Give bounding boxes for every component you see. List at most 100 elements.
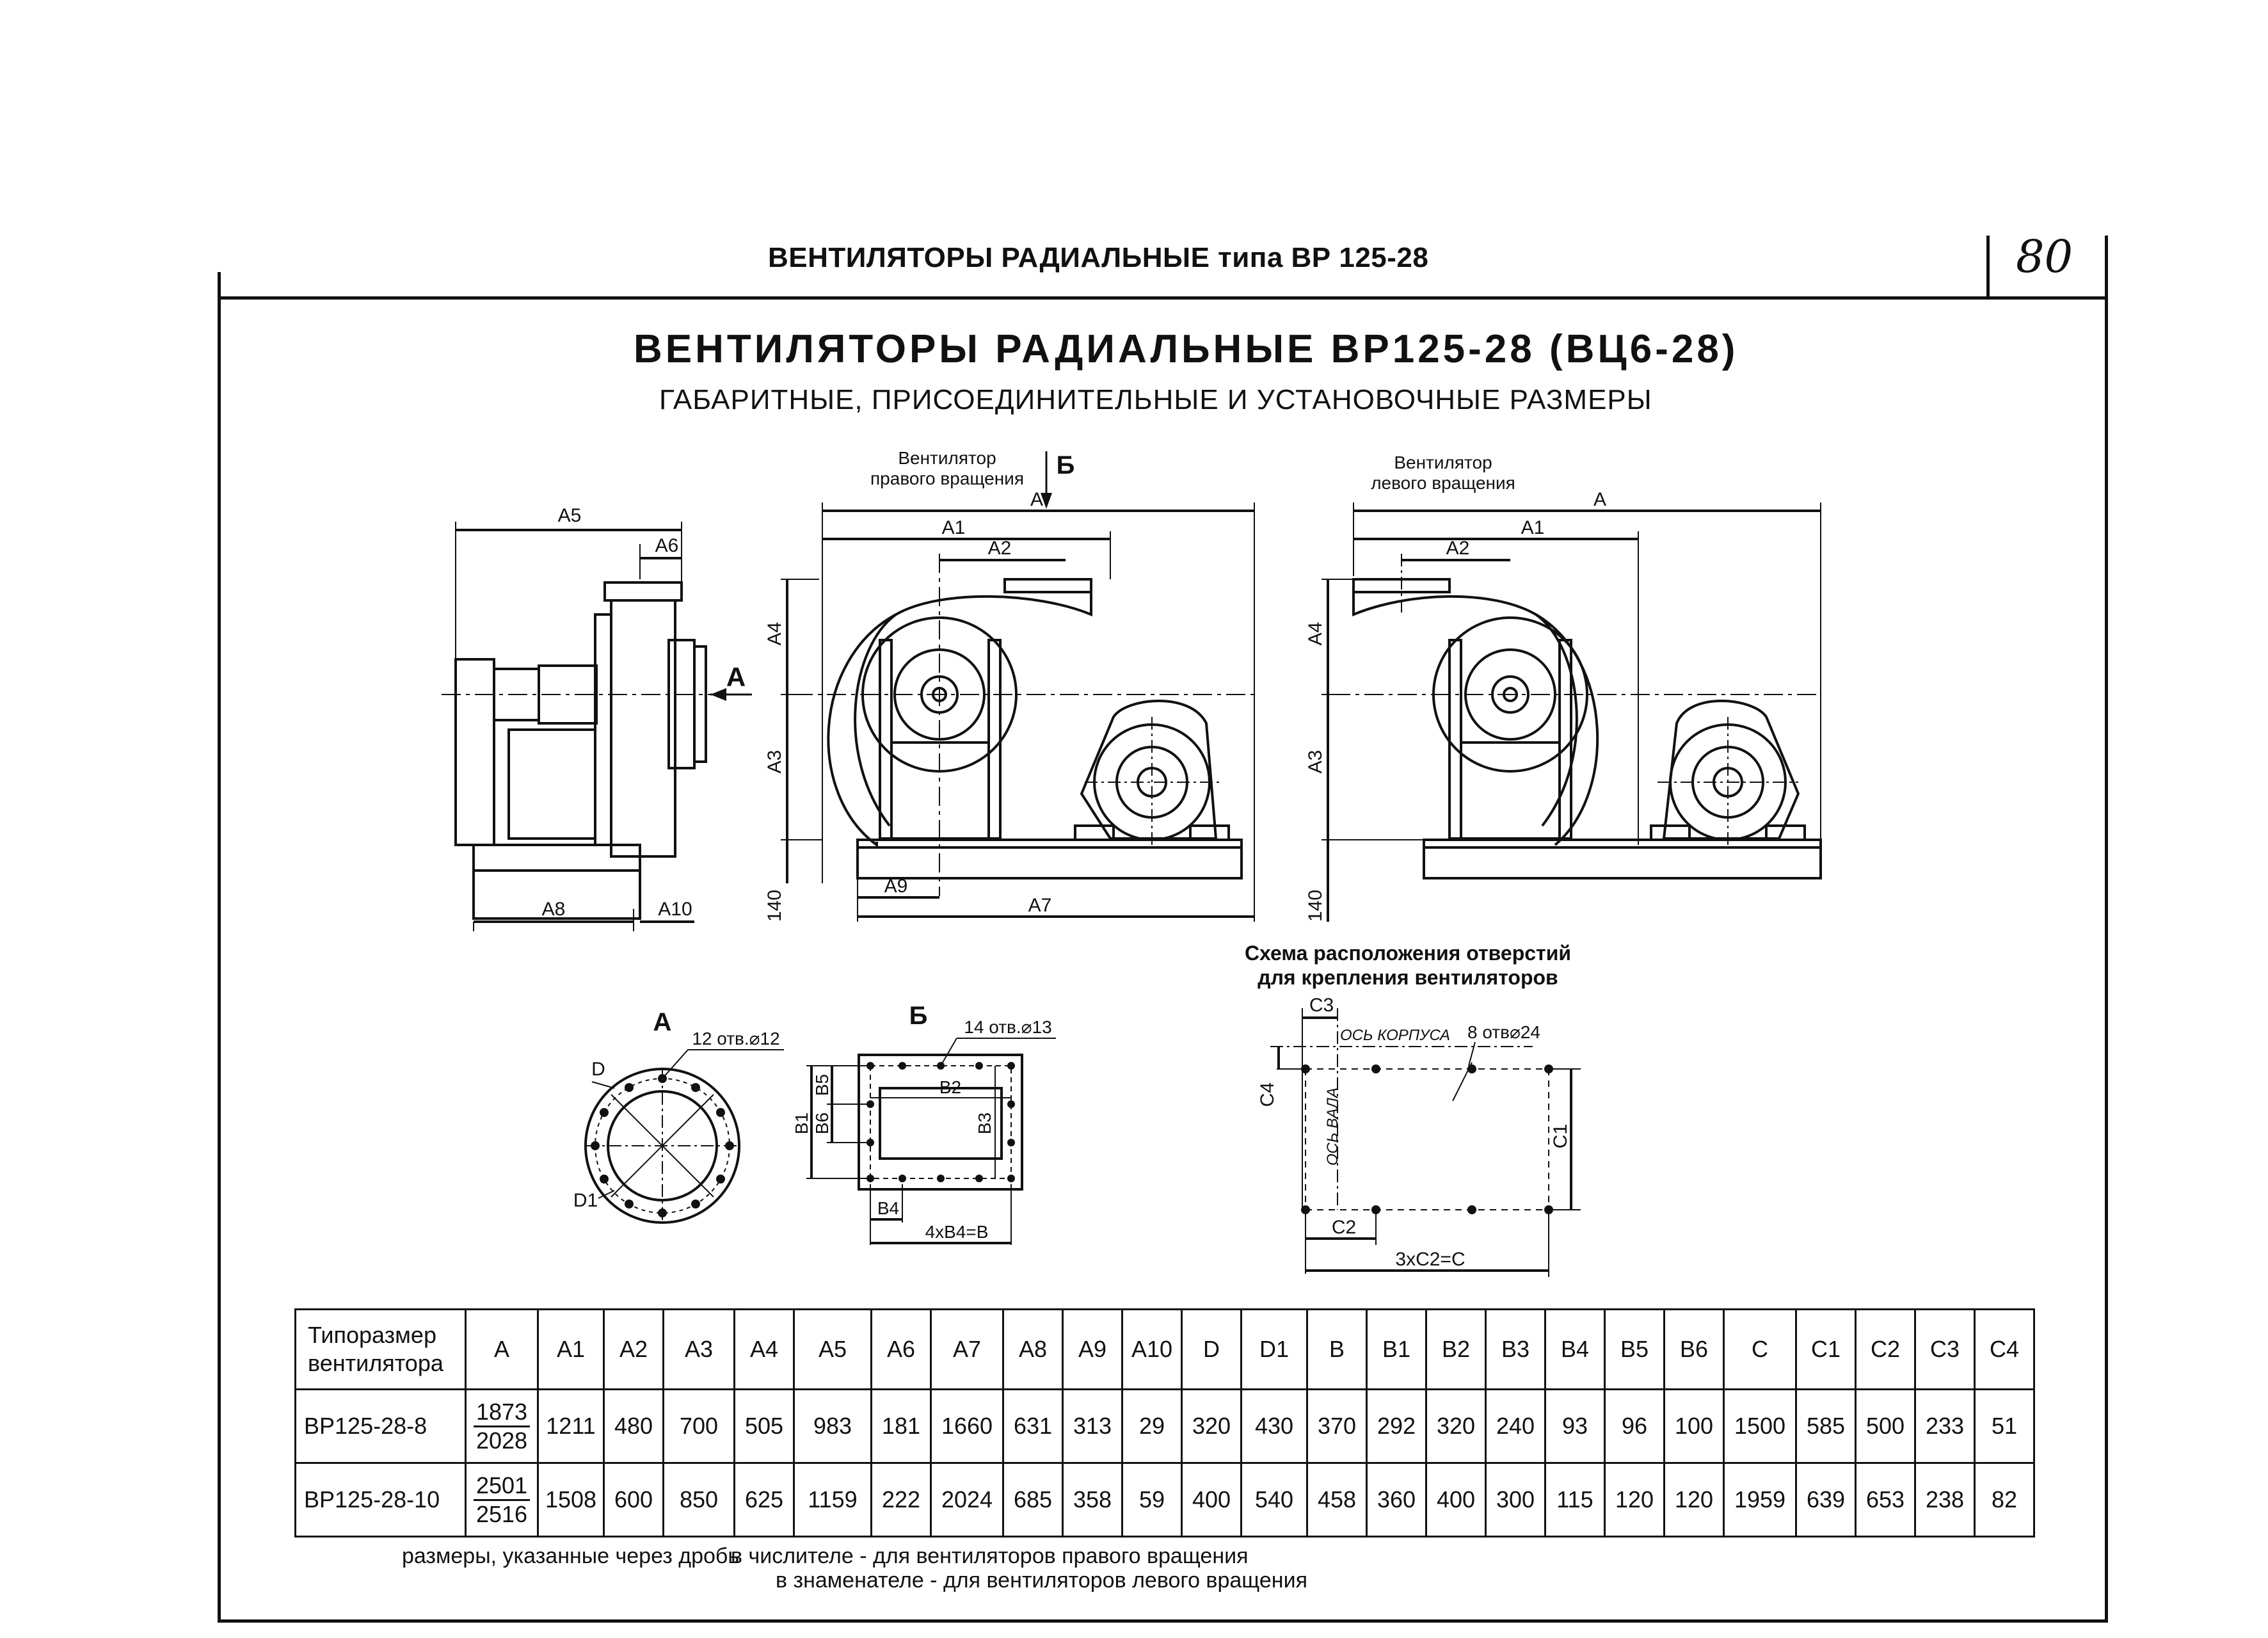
table-cell: 1500: [1723, 1388, 1797, 1464]
table-row-name: ВР125-28-8: [294, 1388, 467, 1464]
label-140-left: 140: [1305, 890, 1326, 922]
note-line2: в знаменателе - для вентиляторов левого …: [776, 1568, 1307, 1593]
table-cell: 639: [1795, 1462, 1857, 1538]
table-cell: 320: [1425, 1388, 1487, 1464]
label-a5: А5: [558, 505, 582, 526]
fraction-numerator: 1873: [473, 1399, 531, 1427]
table-header-cell: А3: [662, 1308, 735, 1390]
table-header-cell: С: [1723, 1308, 1797, 1390]
table-cell: 585: [1795, 1388, 1857, 1464]
page-number-border: [2105, 236, 2108, 300]
table-header-cell: А5: [793, 1308, 872, 1390]
table-header-cell: А7: [930, 1308, 1004, 1390]
label-a3-right: А3: [764, 750, 785, 774]
label-a2-left: А2: [1446, 538, 1470, 559]
view-b-b6: В6: [812, 1112, 832, 1134]
table-cell: 222: [870, 1462, 932, 1538]
view-b-marker: Б: [1057, 451, 1075, 479]
view-a-title: А: [653, 1008, 672, 1036]
table-cell: 400: [1425, 1462, 1487, 1538]
fraction-denominator: 2028: [475, 1427, 528, 1454]
table-cell: 292: [1366, 1388, 1427, 1464]
document-subtitle: ГАБАРИТНЫЕ, ПРИСОЕДИНИТЕЛЬНЫЕ И УСТАНОВО…: [659, 384, 1652, 415]
table-header-cell: В4: [1544, 1308, 1606, 1390]
table-header-cell: D: [1181, 1308, 1242, 1390]
table-cell: 505: [733, 1388, 795, 1464]
table-cell: 93: [1544, 1388, 1606, 1464]
label-a8: А8: [542, 899, 566, 920]
right-rotation-caption-2: правого вращения: [870, 469, 1024, 488]
mounting-scheme: Схема расположения отверстий для креплен…: [1245, 942, 1581, 1277]
label-a-left: А: [1593, 489, 1606, 510]
table-header-cell: А4: [733, 1308, 795, 1390]
table-cell: 51: [1974, 1388, 2035, 1464]
scheme-title-1: Схема расположения отверстий: [1245, 942, 1571, 965]
table-header-cell: А6: [870, 1308, 932, 1390]
table-cell: 625: [733, 1462, 795, 1538]
left-rotation-caption-1: Вентилятор: [1394, 453, 1492, 472]
table-header-cell: В6: [1663, 1308, 1725, 1390]
table-header-name: Типоразмер вентилятора: [294, 1308, 467, 1390]
table-cell: 600: [603, 1462, 664, 1538]
table-cell: 1508: [537, 1462, 605, 1538]
table-cell: 430: [1240, 1388, 1308, 1464]
table-cell: 540: [1240, 1462, 1308, 1538]
label-a10: А10: [658, 899, 692, 920]
left-rotation-view: Вентилятор левого вращения А А1 А2: [1305, 453, 1822, 922]
table-header-cell: В1: [1366, 1308, 1427, 1390]
table-cell: 850: [662, 1462, 735, 1538]
view-a-holes: 12 отв.⌀12: [692, 1029, 779, 1048]
table-cell: 631: [1002, 1388, 1064, 1464]
label-a7-right: А7: [1028, 895, 1052, 916]
label-a-right: А: [1030, 489, 1043, 510]
fraction-numerator: 2501: [473, 1472, 531, 1501]
table-cell: 2024: [930, 1462, 1004, 1538]
label-a4-right: А4: [764, 622, 785, 646]
page-number: 80: [2016, 230, 2073, 283]
table-cell: 458: [1306, 1462, 1368, 1538]
table-header-cell: В5: [1604, 1308, 1665, 1390]
view-b-b: 4хВ4=В: [925, 1222, 989, 1242]
table-cell: 120: [1663, 1462, 1725, 1538]
scheme-title-2: для крепления вентиляторов: [1258, 966, 1558, 989]
side-view: А5 А6 А А8 А10: [442, 505, 752, 931]
table-header-cell: А9: [1062, 1308, 1123, 1390]
table-cell: 983: [793, 1388, 872, 1464]
note-line1a: размеры, указанные через дробь: [402, 1544, 740, 1568]
table-header-cell: В2: [1425, 1308, 1487, 1390]
table-cell: 29: [1121, 1388, 1183, 1464]
view-a-flange: А 12 отв.⌀12 D D1: [573, 1008, 784, 1224]
label-140-right: 140: [764, 890, 785, 922]
scheme-axis-shaft: ОСЬ ВАЛА: [1324, 1088, 1341, 1166]
view-b-title: Б: [909, 1002, 928, 1030]
table-cell: 400: [1181, 1462, 1242, 1538]
scheme-c4: С4: [1257, 1082, 1278, 1107]
label-a1-left: А1: [1521, 517, 1545, 538]
label-a2-right: А2: [988, 538, 1012, 559]
table-cell: 500: [1855, 1388, 1916, 1464]
scheme-holes: 8 отв⌀24: [1467, 1022, 1540, 1042]
table-cell: 1959: [1723, 1462, 1797, 1538]
fraction-denominator: 2516: [475, 1500, 528, 1527]
label-a3-left: А3: [1305, 750, 1326, 774]
table-cell: 320: [1181, 1388, 1242, 1464]
view-b-holes: 14 отв.⌀13: [964, 1017, 1051, 1037]
table-header-cell: С3: [1914, 1308, 1976, 1390]
table-cell: 300: [1485, 1462, 1546, 1538]
table-header-cell: С1: [1795, 1308, 1857, 1390]
table-cell: 59: [1121, 1462, 1183, 1538]
header-title: ВЕНТИЛЯТОРЫ РАДИАЛЬНЫЕ типа ВР 125-28: [768, 242, 1429, 273]
table-header-cell: С4: [1974, 1308, 2035, 1390]
view-a-marker: А: [726, 662, 746, 692]
table-cell: 360: [1366, 1462, 1427, 1538]
table-row-name: ВР125-28-10: [294, 1462, 467, 1538]
view-b-b3: В3: [975, 1112, 994, 1134]
scheme-c2: С2: [1332, 1217, 1356, 1238]
table-cell: 181: [870, 1388, 932, 1464]
